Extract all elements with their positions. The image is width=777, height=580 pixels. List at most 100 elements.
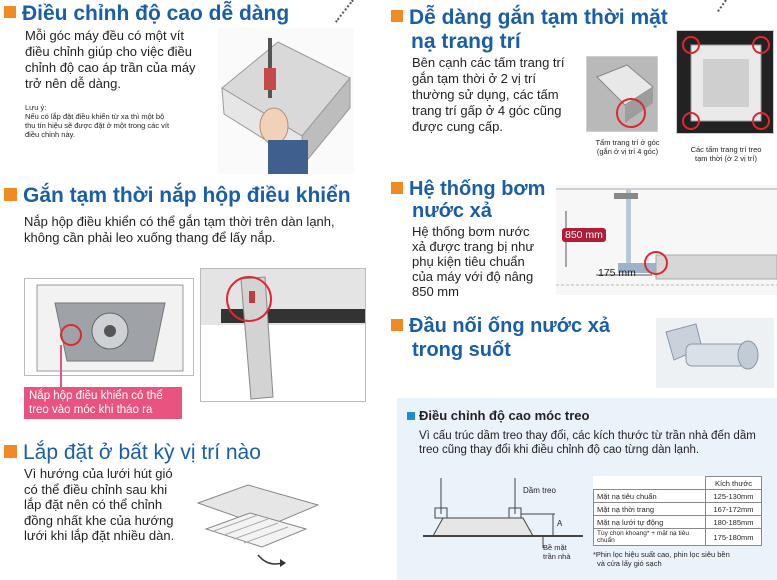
label-line: Bề mặt: [543, 543, 567, 552]
control-box-body: Nắp hộp điều khiển có thể gắn tạm thời t…: [24, 214, 374, 246]
unit-topview-photo: [676, 30, 774, 134]
hanger-title: Điều chỉnh độ cao móc treo: [407, 408, 767, 423]
control-box-body-line: Nắp hộp điều khiển có thể gắn tạm thời t…: [24, 214, 335, 229]
panel-title-line-1: Dễ dàng gắn tạm thời mặt: [391, 6, 681, 30]
label-beam: Dầm treo: [523, 486, 556, 495]
table-cell-name: Tùy chọn khoang* + mặt nạ tiêu chuẩn: [593, 528, 706, 546]
pump-title-text: Hệ thống bơm: [409, 178, 546, 200]
pump-body: Hệ thống bơm nước xả được trang bị như p…: [412, 224, 562, 299]
panel-body-line: trang trí gấp ở 4 góc cũng: [412, 103, 562, 118]
table-cell-value: 180-185mm: [705, 515, 762, 529]
drain-title: Đầu nối ống nước xả trong suốt: [391, 314, 651, 362]
panel-title-line-2: nạ trang trí: [411, 30, 521, 53]
table-cell-value: 175-180mm: [705, 528, 762, 546]
anywhere-body-line: lưới khi lắp đặt nhiều dàn.: [24, 528, 175, 543]
caption-corner-panel: Tấm trang trí ở góc (gắn ở vị trí 4 góc): [580, 138, 675, 156]
pump-title-line-1: Hệ thống bơm: [391, 178, 571, 200]
height-body-line: chỉnh độ cao áp trần của máy: [25, 60, 196, 75]
label-ceiling-surface: Bề mặt trần nhà: [543, 543, 571, 561]
table-corner-cell: [593, 476, 706, 490]
table-row: Mặt nạ tiêu chuẩn 125-130mm: [593, 489, 762, 503]
orange-bullet-icon: [4, 187, 17, 201]
panel-body-line: thường sử dụng, các tấm: [412, 87, 559, 102]
dotted-connector-right: [717, 0, 727, 13]
caption-line: Tấm trang trí ở góc: [595, 138, 660, 147]
control-box-illustration: [24, 278, 194, 376]
pump-body-line: 850 mm: [412, 284, 459, 299]
panel-title: Dễ dàng gắn tạm thời mặt nạ trang trí: [391, 6, 681, 54]
anywhere-title: Lắp đặt ở bất kỳ vị trí nào: [4, 441, 304, 465]
table-cell-name: Mặt nạ tiêu chuẩn: [593, 489, 706, 503]
panel-body-line: được cung cấp.: [412, 119, 503, 134]
panel-title-text: Dễ dàng gắn tạm thời mặt: [409, 6, 668, 29]
hanger-diagram: [423, 474, 583, 574]
table-header-row: Kích thước: [593, 476, 762, 490]
section-height-adjust: Điều chỉnh độ cao dễ dàng: [4, 2, 364, 26]
panel-body-line: Bên cạnh các tấm trang trí: [412, 55, 565, 70]
pump-title: Hệ thống bơm nước xả: [391, 178, 571, 222]
control-box-callout: Nắp hộp điều khiển có thể treo vào móc k…: [24, 387, 182, 419]
height-title: Điều chỉnh độ cao dễ dàng: [4, 2, 364, 26]
anywhere-body-line: có thể điều chỉnh sau khi: [24, 481, 168, 497]
table-row: Mặt nạ lưới tự động 180-185mm: [593, 515, 762, 529]
control-box-title-text: Gắn tạm thời nắp hộp điều khiển: [23, 184, 351, 207]
height-body: Mỗi góc máy đều có một vít điều chỉnh gi…: [25, 28, 225, 92]
pump-body-line: Hệ thống bơm nước: [412, 224, 530, 239]
table-cell-name: Mặt nạ thời trang: [593, 502, 706, 516]
pump-title-line-2: nước xả: [412, 200, 492, 222]
callout-connector: [60, 345, 62, 387]
anywhere-title-text: Lắp đặt ở bất kỳ vị trí nào: [23, 441, 261, 464]
note-line: điều chỉnh này.: [25, 130, 75, 139]
table-cell-value: 167-172mm: [705, 502, 762, 516]
footnote-line: và cửa lấy gió sạch: [597, 559, 662, 568]
pump-body-line: của máy với độ nâng: [412, 269, 534, 284]
table-header: Kích thước: [705, 476, 762, 490]
note-line: thu tín hiệu sẽ được đặt ở một trong các…: [25, 121, 170, 130]
note-label: Lưu ý:: [25, 103, 47, 112]
drain-title-text: Đầu nối ống nước xả: [409, 315, 610, 337]
label-line: trần nhà: [543, 552, 571, 561]
footnote-line: *Phin lọc hiệu suất cao, phin lọc siêu b…: [593, 550, 730, 559]
note-line: Nếu có lắp đặt điều khiển từ xa thì một …: [25, 112, 165, 121]
panel-body-line: gắn tạm thời ở 2 vị trí: [412, 71, 536, 86]
height-body-line: trở nên dễ dàng.: [25, 76, 121, 91]
table-cell-value: 125-130mm: [705, 489, 762, 503]
orange-bullet-icon: [391, 10, 403, 23]
hanger-title-text: Điều chỉnh độ cao móc treo: [419, 408, 590, 423]
corner-panel-photo: [586, 56, 658, 132]
height-body-line: Mỗi góc máy đều có một vít: [25, 28, 184, 43]
anywhere-body-line: đồng nhất khe của hướng: [24, 512, 174, 528]
hanger-body-line: treo cũng thay đổi khi điều chỉnh độ cao…: [419, 444, 700, 456]
anywhere-body: Vì hướng của lưới hút gió có thể điều ch…: [24, 466, 204, 544]
blue-bullet-icon: [407, 412, 415, 420]
orange-bullet-icon: [391, 181, 403, 194]
anywhere-body-line: Vì hướng của lưới hút gió: [24, 466, 173, 481]
louver-illustration: [188, 483, 328, 573]
pump-body-line: xả được trang bị như: [412, 239, 535, 254]
orange-bullet-icon: [4, 444, 17, 458]
height-screw-illustration: [218, 28, 354, 174]
height-body-line: điều chỉnh giúp cho việc điều: [25, 44, 192, 59]
hanger-spec-table: Kích thước Mặt nạ tiêu chuẩn 125-130mm M…: [593, 476, 762, 546]
pump-body-line: phụ kiện tiêu chuẩn: [412, 254, 525, 269]
caption-hanging-panels: Các tấm trang trí treo tạm thời (ở 2 vị …: [676, 145, 776, 163]
table-row: Tùy chọn khoang* + mặt nạ tiêu chuẩn 175…: [593, 528, 762, 546]
table-cell-name: Mặt nạ lưới tự động: [593, 515, 706, 529]
caption-line: tạm thời (ở 2 vị trí): [695, 154, 757, 163]
label-175mm: 175 mm: [598, 267, 636, 279]
table-row: Mặt nạ thời trang 167-172mm: [593, 502, 762, 516]
height-note: Lưu ý: Nếu có lắp đặt điều khiển từ xa t…: [25, 103, 220, 139]
height-title-text: Điều chỉnh độ cao dễ dàng: [22, 2, 290, 25]
caption-line: (gắn ở vị trí 4 góc): [596, 147, 659, 156]
hanger-body-line: Vì cấu trúc dầm treo thay đổi, các kích …: [419, 430, 756, 442]
control-box-title: Gắn tạm thời nắp hộp điều khiển: [4, 184, 374, 208]
drain-title-line-2: trong suốt: [412, 339, 511, 361]
drain-connector-photo: [656, 318, 774, 388]
orange-bullet-icon: [4, 6, 16, 19]
control-box-detail-illustration: [200, 268, 366, 402]
callout-line: Nắp hộp điều khiển có thể: [29, 390, 163, 402]
label-A: A: [557, 519, 563, 528]
panel-body: Bên cạnh các tấm trang trí gắn tạm thời …: [412, 55, 582, 135]
hanger-body: Vì cấu trúc dầm treo thay đổi, các kích …: [419, 429, 774, 457]
hanger-info-box: Điều chỉnh độ cao móc treo Vì cấu trúc d…: [397, 398, 777, 580]
